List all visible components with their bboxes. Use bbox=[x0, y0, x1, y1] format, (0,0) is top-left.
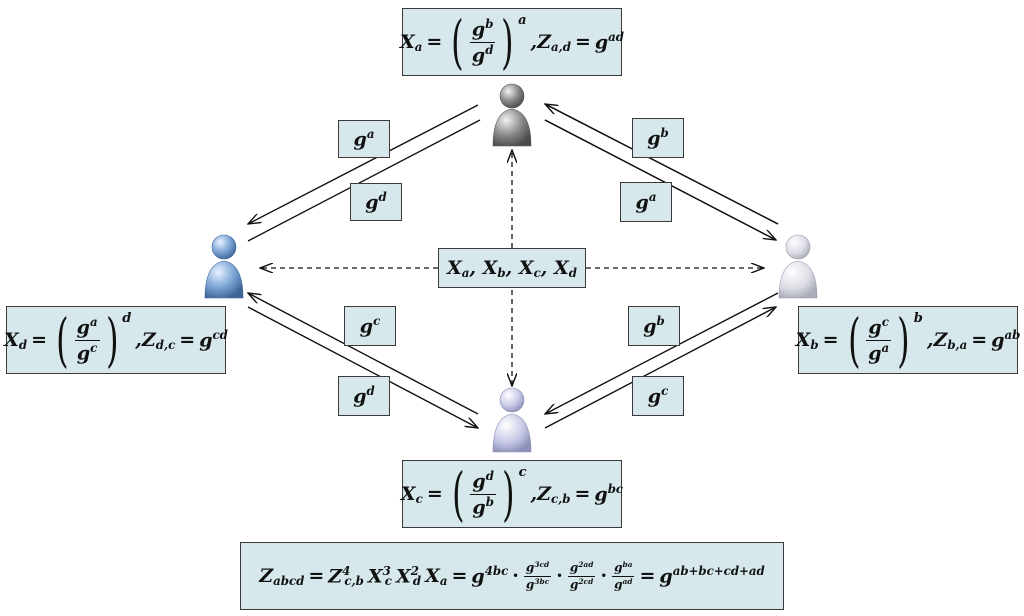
msg-gc-bottom-left: gc bbox=[344, 306, 396, 346]
dashed-broadcast-lines bbox=[260, 150, 764, 386]
msg-gd-bottom-left: gd bbox=[338, 376, 390, 416]
exchange-arrows bbox=[248, 104, 779, 428]
msg-gb-top-right: gb bbox=[632, 118, 684, 158]
user-c-icon bbox=[492, 387, 532, 453]
msg-ga-top-left: ga bbox=[338, 120, 390, 158]
msg-gc-bottom-right: gc bbox=[632, 376, 684, 416]
user-b-icon bbox=[778, 234, 818, 299]
msg-gd-top-left: gd bbox=[350, 183, 402, 221]
msg-ga-top-right: ga bbox=[620, 182, 672, 222]
user-d-icon bbox=[204, 234, 244, 299]
user-a-icon bbox=[492, 83, 532, 147]
msg-gb-bottom-right: gb bbox=[628, 306, 680, 346]
shared-values-box: Xa, Xb, Xc, Xd bbox=[438, 248, 586, 288]
